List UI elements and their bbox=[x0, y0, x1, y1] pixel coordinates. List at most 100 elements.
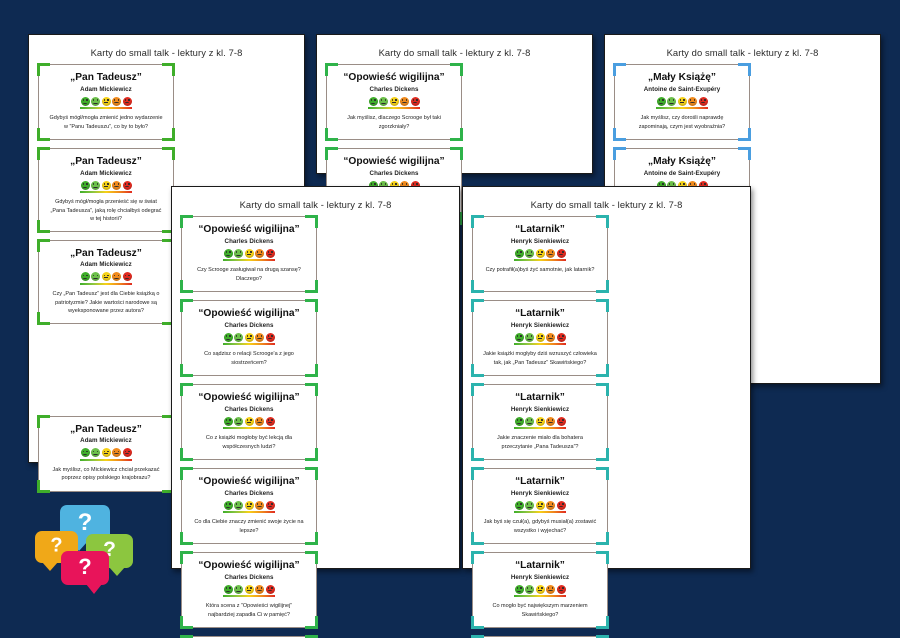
card-question: Czy „Pan Tadeusz” jest dla Ciebie książk… bbox=[52, 290, 160, 315]
smiley-face-1 bbox=[514, 584, 524, 594]
corner-bracket-tl bbox=[180, 383, 193, 396]
smiley-face-2 bbox=[234, 248, 243, 258]
smiley-face-5 bbox=[556, 416, 566, 426]
card-latarnik-4[interactable]: “Latarnik” Henryk Sienkiewicz Jak byś si… bbox=[471, 467, 609, 545]
rating-gradient-bar bbox=[656, 107, 708, 110]
card-pan-tadeusz-2[interactable]: „Pan Tadeusz” Adam Mickiewicz Gdybyś móg… bbox=[37, 147, 175, 233]
card-opowiesc-1[interactable]: “Opowieść wigilijna” Charles Dickens Czy… bbox=[180, 215, 318, 293]
card-question: Czy Scrooge zasługiwał na drugą szansę? … bbox=[197, 267, 301, 282]
card-maly-ksiaze-1[interactable]: „Mały Książę” Antoine de Saint-Exupéry J… bbox=[613, 63, 751, 141]
rating-gradient-bar bbox=[80, 458, 132, 461]
smiley-face-2 bbox=[234, 332, 243, 342]
sheet-latarnik[interactable]: Karty do small talk - lektury z kl. 7-8 … bbox=[462, 186, 751, 638]
card-grid: “Opowieść wigilijna” Charles Dickens Czy… bbox=[172, 215, 459, 638]
smiley-face-2 bbox=[234, 584, 243, 594]
card-question: Gdybyś mógł/mogła zmienić jedno wydarzen… bbox=[49, 115, 163, 130]
smiley-face-4 bbox=[546, 500, 555, 510]
card-pan-tadeusz-4[interactable]: „Pan Tadeusz” Adam Mickiewicz Jak myślis… bbox=[37, 414, 175, 493]
smiley-face-5 bbox=[265, 248, 275, 258]
sheet-title: Karty do small talk - lektury z kl. 7-8 bbox=[239, 199, 392, 210]
smiley-face-5 bbox=[265, 500, 275, 510]
card-author: Charles Dickens bbox=[224, 573, 274, 581]
smiley-face-4 bbox=[112, 448, 121, 458]
smiley-face-2 bbox=[525, 500, 534, 510]
sheet-title: Karty do small talk - lektury z kl. 7-8 bbox=[90, 47, 243, 58]
smiley-face-3 bbox=[244, 500, 254, 510]
card-latarnik-3[interactable]: “Latarnik” Henryk Sienkiewicz Jakie znac… bbox=[471, 383, 609, 461]
smiley-face-4 bbox=[112, 272, 121, 282]
card-opowiesc-top-1[interactable]: “Opowieść wigilijna” Charles Dickens Jak… bbox=[325, 63, 463, 141]
card-opowiesc-2[interactable]: “Opowieść wigilijna” Charles Dickens Co … bbox=[180, 299, 318, 377]
smiley-face-1 bbox=[80, 180, 90, 190]
corner-bracket-tr bbox=[450, 63, 463, 76]
card-author: Adam Mickiewicz bbox=[80, 437, 132, 445]
smiley-face-3 bbox=[101, 272, 111, 282]
card-author: Charles Dickens bbox=[224, 489, 274, 497]
card-pan-tadeusz-1[interactable]: „Pan Tadeusz” Adam Mickiewicz Gdybyś móg… bbox=[37, 63, 175, 141]
smiley-faces-row bbox=[223, 500, 275, 510]
card-title: “Latarnik” bbox=[515, 476, 565, 487]
card-opowiesc-4[interactable]: “Opowieść wigilijna” Charles Dickens Co … bbox=[180, 467, 318, 545]
smiley-faces-row bbox=[80, 180, 132, 190]
smiley-face-3 bbox=[101, 448, 111, 458]
card-question: Jakie książki mogłyby dziś wzruszyć czło… bbox=[483, 351, 597, 366]
card-question: Jak myślisz, czy dorośli naprawdę zapomi… bbox=[638, 115, 726, 130]
corner-bracket-tl bbox=[471, 467, 484, 480]
sheet-opowiesc-main[interactable]: Karty do small talk - lektury z kl. 7-8 … bbox=[171, 186, 460, 638]
smiley-rating-scale bbox=[223, 332, 275, 346]
smiley-face-1 bbox=[223, 248, 233, 258]
corner-bracket-tl bbox=[37, 63, 50, 76]
card-author: Adam Mickiewicz bbox=[80, 169, 132, 177]
smiley-face-2 bbox=[525, 248, 534, 258]
smiley-face-2 bbox=[379, 96, 388, 106]
smiley-rating-scale bbox=[80, 180, 132, 194]
rating-gradient-bar bbox=[223, 259, 275, 262]
card-title: “Opowieść wigilijna” bbox=[198, 476, 300, 487]
card-title: „Pan Tadeusz” bbox=[70, 156, 142, 167]
smiley-face-3 bbox=[101, 180, 111, 190]
smiley-face-4 bbox=[255, 332, 264, 342]
corner-bracket-tr bbox=[738, 147, 751, 160]
card-author: Henryk Sienkiewicz bbox=[510, 573, 570, 581]
smiley-rating-scale bbox=[223, 248, 275, 262]
card-latarnik-5[interactable]: “Latarnik” Henryk Sienkiewicz Co mogło b… bbox=[471, 551, 609, 629]
sheet-opowiesc-top[interactable]: Karty do small talk - lektury z kl. 7-8 … bbox=[316, 34, 593, 225]
smiley-face-3 bbox=[244, 248, 254, 258]
smiley-rating-scale bbox=[656, 96, 708, 110]
rating-gradient-bar bbox=[514, 511, 566, 514]
smiley-face-1 bbox=[80, 272, 90, 282]
card-latarnik-1[interactable]: “Latarnik” Henryk Sienkiewicz Czy potraf… bbox=[471, 215, 609, 293]
corner-bracket-tr bbox=[162, 63, 175, 76]
corner-bracket-tr bbox=[596, 215, 609, 228]
smiley-face-5 bbox=[265, 584, 275, 594]
smiley-face-4 bbox=[255, 584, 264, 594]
smiley-rating-scale bbox=[223, 416, 275, 430]
corner-bracket-tr bbox=[738, 63, 751, 76]
smiley-face-5 bbox=[265, 332, 275, 342]
rating-gradient-bar bbox=[223, 595, 275, 598]
card-title: „Mały Książę” bbox=[648, 72, 716, 83]
card-question: Jakie znaczenie miało dla bohatera przec… bbox=[497, 435, 583, 450]
smiley-face-5 bbox=[122, 448, 132, 458]
corner-bracket-tr bbox=[596, 383, 609, 396]
card-question: Która scena z ”Opowieści wigilijnej” naj… bbox=[205, 603, 293, 618]
corner-bracket-tr bbox=[596, 551, 609, 564]
rating-gradient-bar bbox=[223, 427, 275, 430]
card-question: Jak byś się czuł(a), gdybyś musiał(a) zo… bbox=[483, 519, 597, 534]
card-latarnik-2[interactable]: “Latarnik” Henryk Sienkiewicz Jakie ksią… bbox=[471, 299, 609, 377]
smiley-face-2 bbox=[91, 180, 100, 190]
card-opowiesc-5[interactable]: “Opowieść wigilijna” Charles Dickens Któ… bbox=[180, 551, 318, 629]
smiley-faces-row bbox=[223, 332, 275, 342]
card-pan-tadeusz-3[interactable]: „Pan Tadeusz” Adam Mickiewicz Czy „Pan T… bbox=[37, 238, 175, 325]
card-title: “Opowieść wigilijna” bbox=[198, 224, 300, 235]
corner-bracket-tl bbox=[471, 551, 484, 564]
sheet-title: Karty do small talk - lektury z kl. 7-8 bbox=[530, 199, 683, 210]
card-opowiesc-3[interactable]: “Opowieść wigilijna” Charles Dickens Co … bbox=[180, 383, 318, 461]
smiley-face-3 bbox=[535, 416, 545, 426]
rating-gradient-bar bbox=[80, 282, 132, 285]
smiley-face-1 bbox=[223, 500, 233, 510]
smiley-face-1 bbox=[223, 584, 233, 594]
corner-bracket-tl bbox=[325, 63, 338, 76]
smiley-rating-scale bbox=[514, 248, 566, 262]
smiley-face-4 bbox=[255, 248, 264, 258]
